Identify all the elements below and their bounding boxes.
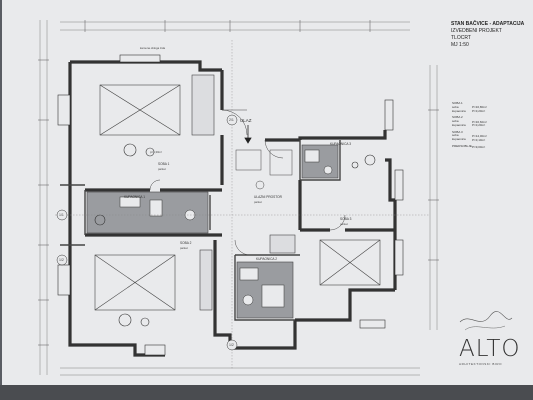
legend-area: P=14,00m² [472,134,487,138]
legend-line: kupaonica [452,122,466,127]
axis-marker-bottom: 1/2 [229,343,234,347]
legend-line: kupaonica [452,108,466,113]
legend-line: soba [452,104,459,109]
legend-area: P=3,10m² [472,137,486,142]
label-hall-floor: parket [254,200,262,204]
axis-marker-top: 2/1 [229,118,234,122]
label-soba-3: SOBA 3 [340,217,352,221]
area-legend: SOBA 1 soba kupaonica SOBA 2 soba kupaon… [452,101,472,149]
label-area-note: p=1,30m² [150,150,162,154]
drawing-scale: MJ 1:50 [451,42,469,48]
legend-line: soba [452,119,459,123]
legend-line: SOBA 3 [452,129,463,134]
legend-line: kupaonica [452,137,466,141]
project-phase: IZVEDBENI PROJEKT [451,28,502,34]
legend-line: soba [452,133,459,138]
label-soba-2-floor: parket [180,246,188,250]
alto-logo: ALTO [459,336,521,362]
legend-area: P=16,60m² [472,119,487,124]
legend-area: P=3,20m² [472,123,486,128]
label-kupaonica-2: KUPAONICA 2 [256,257,278,261]
label-soba-2: SOBA 2 [180,241,192,245]
desk-surface [0,385,533,400]
legend-line: SOBA 2 [452,115,463,120]
project-title: STAN BAČVICE - ADAPTACIJA [451,21,525,27]
legend-line: PREDSOBLJE [452,143,472,148]
legend-area: P=16,80m² [472,105,487,109]
label-soba-3-floor: parket [340,222,348,226]
legend-area: P=3,20m² [472,108,486,113]
area-values: P=16,80m² P=3,20m² P=16,60m² P=3,20m² P=… [472,105,487,149]
axis-marker-left: 1/1 [59,213,64,217]
drawing-name: TLOCRT [451,35,471,41]
label-hall: ULAZNI PROSTOR [254,195,282,199]
label-soba-1-floor: parket [158,167,166,171]
axis-marker-left-lower: 1/2 [59,258,64,262]
label-stone-wall: kamena obloga zida [140,46,166,50]
label-kupaonica-3: KUPAONICA 3 [330,142,352,146]
label-soba-1: SOBA 1 [158,162,170,166]
label-kupaonica-1: KUPAONICA 1 [124,195,146,199]
legend-area: P=9,00m² [472,144,486,149]
legend-line: SOBA 1 [452,101,463,105]
label-entrance: ULAZ [240,118,252,123]
alto-logo-subtitle: ARHITEKTONSKI BIRO [459,362,503,366]
